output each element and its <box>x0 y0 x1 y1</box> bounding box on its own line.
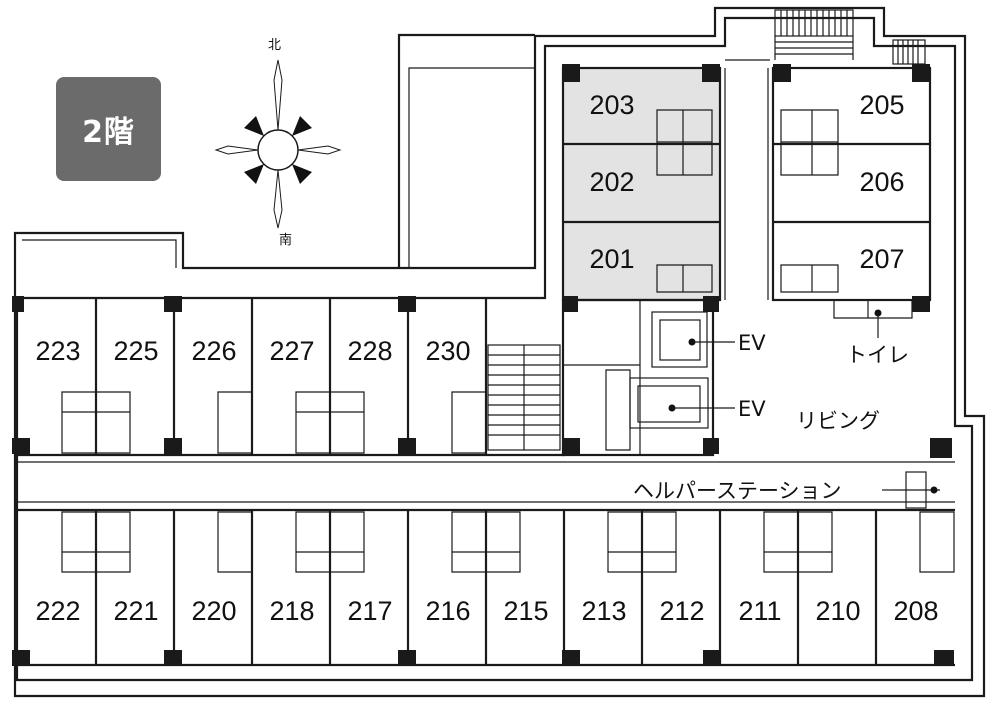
room-205: 205 <box>859 90 904 120</box>
floor-badge: 2階 <box>56 77 161 181</box>
toilet-marker <box>874 309 882 338</box>
room-211: 211 <box>738 596 781 626</box>
ev1-marker <box>688 338 735 346</box>
room-226: 226 <box>191 336 236 366</box>
room-203: 203 <box>589 90 634 120</box>
lower-row-rooms <box>17 510 955 667</box>
room-218: 218 <box>269 596 314 626</box>
helper-station-marker <box>882 471 940 509</box>
room-216: 216 <box>425 596 470 626</box>
room-201: 201 <box>589 244 634 274</box>
upper-row-rooms <box>17 298 565 457</box>
room-210: 210 <box>815 596 860 626</box>
room-225: 225 <box>113 336 158 366</box>
living-label: リビング <box>796 409 880 433</box>
service-core <box>561 298 715 457</box>
floor-label: 2階 <box>82 115 135 150</box>
terrace-wall <box>397 33 535 268</box>
room-215: 215 <box>503 596 548 626</box>
compass-south: 南 <box>279 232 292 248</box>
room-230: 230 <box>425 336 470 366</box>
inner-wall <box>15 16 974 682</box>
rooms-201-203 <box>561 66 722 302</box>
ev1-label: EV <box>738 331 766 355</box>
outer-wall <box>13 6 986 698</box>
room-202: 202 <box>589 167 634 197</box>
room-221: 221 <box>113 596 158 626</box>
room-220: 220 <box>191 596 236 626</box>
room-228: 228 <box>347 336 392 366</box>
compass-rose <box>214 59 342 229</box>
corridor <box>17 461 955 503</box>
room-213: 213 <box>581 596 626 626</box>
helper-station-label: ヘルパーステーション <box>633 479 842 503</box>
middle-stairs <box>487 344 561 451</box>
toilet-label: トイレ <box>846 343 909 367</box>
shaded-rooms-bg <box>563 68 720 300</box>
room-223: 223 <box>35 336 80 366</box>
room-227: 227 <box>269 336 314 366</box>
room-217: 217 <box>347 596 392 626</box>
rooms-205-207 <box>771 66 932 319</box>
columns <box>12 64 954 666</box>
room-208: 208 <box>893 596 938 626</box>
room-207: 207 <box>859 244 904 274</box>
room-212: 212 <box>659 596 704 626</box>
top-stairs <box>774 9 926 65</box>
room-206: 206 <box>859 167 904 197</box>
ev2-label: EV <box>738 397 766 421</box>
ev2-marker <box>668 404 735 412</box>
room-222: 222 <box>35 596 80 626</box>
compass-north: 北 <box>268 38 281 53</box>
